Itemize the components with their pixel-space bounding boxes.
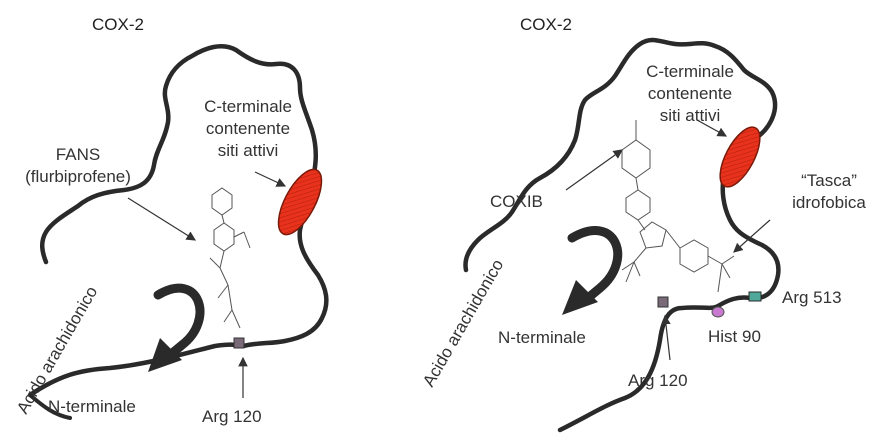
right-pocket-label-2: idrofobica	[792, 193, 866, 212]
right-hist90-marker	[711, 306, 725, 318]
right-cterm-leader	[696, 119, 728, 137]
left-drug-molecule	[209, 187, 251, 329]
left-drug-leader	[127, 197, 197, 241]
left-cterm-label-2: contenente	[206, 119, 290, 138]
right-drug-molecule	[621, 120, 735, 293]
right-pocket-label-1: “Tasca”	[801, 171, 857, 190]
right-protein-outline	[463, 37, 781, 433]
right-pocket-leader	[733, 219, 771, 253]
left-arg120-marker	[233, 337, 245, 349]
right-drug-leader	[565, 149, 623, 191]
left-substrate-arrow	[148, 283, 205, 372]
left-cterm-leader	[254, 171, 287, 187]
right-cterm-label-3: siti attivi	[660, 106, 720, 125]
left-nterm-label: N-terminale	[48, 397, 136, 416]
left-arg120-label: Arg 120	[202, 407, 262, 426]
left-protein-tail	[28, 393, 72, 420]
left-cterm-label-3: siti attivi	[218, 141, 278, 160]
right-arg120-leader	[661, 314, 671, 361]
left-drug-label-2: (flurbiprofene)	[25, 167, 131, 186]
left-drug-label-1: FANS	[56, 145, 100, 164]
right-active-site	[719, 126, 761, 188]
right-arg120-label: Arg 120	[628, 371, 688, 390]
left-title: COX-2	[92, 15, 144, 34]
right-cterm-label-2: contenente	[648, 84, 732, 103]
right-hist90-label: Hist 90	[708, 327, 761, 346]
right-substrate-arrow	[562, 226, 623, 315]
right-arg513-marker	[748, 291, 762, 302]
left-active-site	[277, 168, 323, 236]
right-title: COX-2	[520, 15, 572, 34]
right-nterm-label: N-terminale	[498, 328, 586, 347]
right-cterm-label-1: C-terminale	[646, 62, 734, 81]
left-cterm-label-1: C-terminale	[204, 97, 292, 116]
right-drug-label: COXIB	[490, 192, 543, 211]
right-arg513-label: Arg 513	[782, 288, 842, 307]
right-arg120-marker	[657, 296, 669, 308]
right-substrate-label: Acido arachidonico	[419, 256, 507, 390]
